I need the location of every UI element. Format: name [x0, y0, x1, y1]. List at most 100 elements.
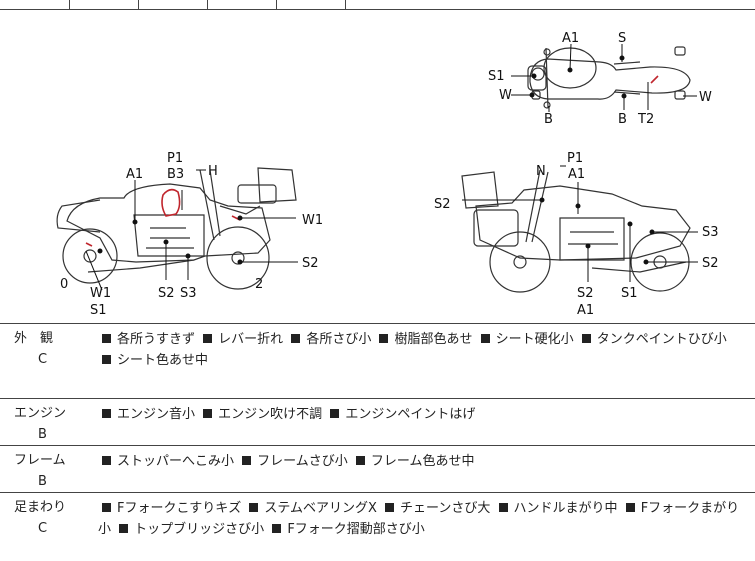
pointer-lines: [85, 43, 698, 291]
note-item: 各所さび小: [306, 332, 372, 347]
note-item: Fフォークこすりキズ: [117, 501, 242, 516]
label-left-w1-low: W1: [90, 286, 111, 301]
header-cell: [69, 0, 139, 9]
damage-diagram: A1 S S1 W B B T2 W P1 B3 H A1 W1 S2 0 W1…: [0, 10, 755, 324]
note-item: エンジン音小: [117, 407, 196, 422]
label-right-n: N: [536, 164, 546, 179]
category-label: 足まわり: [14, 500, 67, 515]
row-frame: フレーム B ストッパーへこみ小 フレームさび小 フレーム色あせ中: [0, 446, 755, 493]
label-top-w-right: W: [699, 90, 712, 105]
label-right-p1: P1: [567, 151, 583, 166]
motorcycle-left-view: [56, 167, 297, 290]
bullet-square-icon: [291, 334, 301, 343]
label-left-p1: P1: [167, 151, 183, 166]
damage-mark: [85, 242, 93, 247]
note-item: 樹脂部色あせ: [394, 332, 473, 347]
motorcycle-top-view: [527, 46, 691, 109]
label-right-s2-low: S2: [577, 286, 594, 301]
bullet-square-icon: [102, 334, 111, 343]
label-left-s1-low: S1: [90, 303, 107, 318]
label-top-b-left: B: [544, 112, 553, 127]
bullet-square-icon: [102, 355, 111, 364]
bullet-square-icon: [625, 503, 635, 512]
label-left-zero: 0: [60, 277, 68, 292]
header-cell: [207, 0, 277, 9]
bullet-square-icon: [480, 334, 490, 343]
notes-list: ストッパーへこみ小 フレームさび小 フレーム色あせ中: [98, 451, 748, 472]
label-right-s2-right: S2: [702, 256, 719, 271]
note-item: 各所うすきず: [117, 332, 196, 347]
bullet-square-icon: [379, 334, 389, 343]
grade-label: B: [38, 474, 47, 489]
label-left-w1-right: W1: [302, 213, 323, 228]
motorcycle-right-view: [461, 169, 691, 293]
label-right-a1: A1: [568, 167, 585, 182]
header-cell: [276, 0, 346, 9]
row-exterior: 外 観 C 各所うすきず レバー折れ 各所さび小 樹脂部色あせ シート硬化小 タ…: [0, 324, 755, 399]
note-item: ストッパーへこみ小: [117, 454, 235, 469]
category-label: 外 観: [14, 331, 54, 346]
category-label: エンジン: [14, 406, 67, 421]
label-left-b3: B3: [167, 167, 184, 182]
note-item: エンジン吹け不調: [218, 407, 323, 422]
row-engine: エンジン B エンジン音小 エンジン吹け不調 エンジンペイントはげ: [0, 399, 755, 446]
notes-list: Fフォークこすりキズ ステムベアリングX チェーンさび大 ハンドルまがり中 Fフ…: [98, 498, 748, 540]
label-top-s: S: [618, 31, 626, 46]
bullet-square-icon: [119, 524, 129, 533]
label-left-s2-right: S2: [302, 256, 319, 271]
note-item: エンジンペイントはげ: [345, 407, 476, 422]
bullet-square-icon: [581, 334, 591, 343]
bullet-square-icon: [385, 503, 395, 512]
bullet-square-icon: [203, 409, 213, 418]
bullet-square-icon: [102, 456, 111, 465]
damage-mark: [161, 188, 181, 217]
note-item: Fフォーク摺動部さび小: [287, 522, 425, 537]
note-item: チェーンさび大: [400, 501, 491, 516]
label-right-s2-left: S2: [434, 197, 451, 212]
bullet-square-icon: [355, 456, 365, 465]
bullet-square-icon: [203, 334, 213, 343]
label-left-a1: A1: [126, 167, 143, 182]
grade-label: B: [38, 427, 47, 442]
note-item: ハンドルまがり中: [513, 501, 618, 516]
bullet-square-icon: [249, 503, 259, 512]
bullet-square-icon: [330, 409, 340, 418]
bullet-square-icon: [242, 456, 252, 465]
label-right-a1-low: A1: [577, 303, 594, 318]
damage-mark: [650, 75, 659, 84]
motorcycle-diagram-svg: A1 S S1 W B B T2 W P1 B3 H A1 W1 S2 0 W1…: [56, 31, 719, 318]
label-right-s1-low: S1: [621, 286, 638, 301]
label-right-s3: S3: [702, 225, 719, 240]
label-left-h: H: [208, 164, 218, 179]
note-item: ステムベアリングX: [264, 501, 377, 516]
label-top-s1: S1: [488, 69, 505, 84]
note-item: レバー折れ: [218, 332, 284, 347]
grade-label: C: [38, 352, 48, 367]
header-cell: [0, 0, 70, 9]
note-item: トップブリッジさび小: [134, 522, 265, 537]
label-top-t2: T2: [637, 112, 654, 127]
bullet-square-icon: [102, 409, 111, 418]
label-left-two: 2: [255, 277, 263, 292]
bullet-square-icon: [102, 503, 111, 512]
category-label: フレーム: [14, 453, 66, 468]
note-item: Fフォークまがり小: [98, 501, 740, 537]
label-left-s3-low: S3: [180, 286, 197, 301]
grade-label: C: [38, 521, 48, 536]
bullet-square-icon: [498, 503, 508, 512]
note-item: シート硬化小: [495, 332, 574, 347]
label-left-s2-low: S2: [158, 286, 175, 301]
row-suspension: 足まわり C Fフォークこすりキズ ステムベアリングX チェーンさび大 ハンドル…: [0, 493, 755, 561]
note-item: シート色あせ中: [117, 353, 209, 368]
note-item: フレームさび小: [257, 454, 348, 469]
label-top-b-right: B: [618, 112, 627, 127]
notes-list: エンジン音小 エンジン吹け不調 エンジンペイントはげ: [98, 404, 748, 425]
header-strip: [0, 0, 755, 10]
bullet-square-icon: [272, 524, 282, 533]
header-cell: [138, 0, 208, 9]
label-top-w-left: W: [499, 88, 512, 103]
note-item: タンクペイントひび小: [596, 332, 727, 347]
note-item: フレーム色あせ中: [370, 454, 475, 469]
label-top-a1: A1: [562, 31, 579, 46]
